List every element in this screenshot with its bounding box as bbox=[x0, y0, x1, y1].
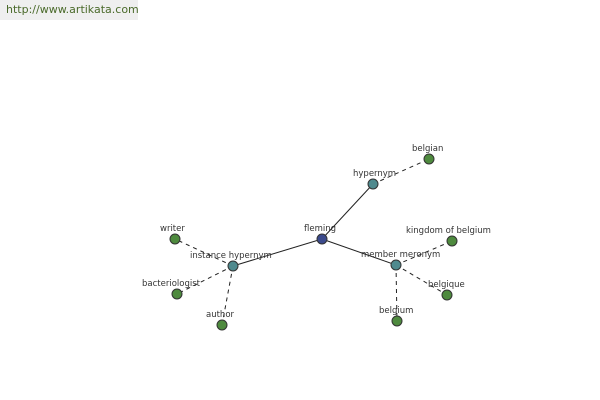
labels-layer: fleming hypernym belgian instance hypernym w… bbox=[142, 144, 491, 320]
node-member-meronym[interactable] bbox=[390, 259, 402, 271]
edge-fleming-to-instance-hypernym bbox=[232, 238, 323, 267]
node-belgique[interactable] bbox=[441, 289, 453, 301]
label-kingdom-of-belgium: kingdom of belgium bbox=[406, 226, 491, 236]
label-belgium: belgium bbox=[379, 306, 413, 316]
node-author[interactable] bbox=[216, 319, 228, 331]
label-hypernym: hypernym bbox=[353, 169, 396, 179]
edge-member-meronym-to-belgique bbox=[395, 264, 448, 296]
edge-instance-hypernym-to-writer bbox=[174, 238, 234, 267]
site-url-link[interactable]: http://www.artikata.com bbox=[0, 0, 139, 20]
nodes-layer bbox=[169, 153, 458, 331]
edge-instance-hypernym-to-author bbox=[221, 265, 234, 326]
edge-member-meronym-to-belgium bbox=[395, 264, 398, 322]
node-bacteriologist[interactable] bbox=[171, 288, 183, 300]
edges-layer bbox=[174, 158, 453, 326]
label-bacteriologist: bacteriologist bbox=[142, 279, 201, 289]
node-hypernym[interactable] bbox=[367, 178, 379, 190]
edge-fleming-to-hypernym bbox=[321, 183, 374, 240]
edge-instance-hypernym-to-bacteriologist bbox=[176, 265, 234, 295]
label-belgian: belgian bbox=[412, 144, 443, 154]
node-writer[interactable] bbox=[169, 233, 181, 245]
label-fleming: fleming bbox=[304, 224, 336, 234]
edge-hypernym-to-belgian bbox=[372, 158, 430, 185]
node-belgium[interactable] bbox=[391, 315, 403, 327]
node-belgian[interactable] bbox=[423, 153, 435, 165]
edge-fleming-to-member-meronym bbox=[321, 238, 397, 266]
label-member-meronym: member meronym bbox=[361, 250, 440, 260]
label-writer: writer bbox=[160, 224, 185, 234]
node-instance-hypernym[interactable] bbox=[227, 260, 239, 272]
label-author: author bbox=[206, 310, 235, 320]
node-fleming[interactable] bbox=[316, 233, 328, 245]
node-kingdom-of-belgium[interactable] bbox=[446, 235, 458, 247]
edge-member-meronym-to-kingdom-of-belgium bbox=[395, 240, 453, 266]
label-instance-hypernym: instance hypernym bbox=[190, 251, 272, 261]
label-belgique: belgique bbox=[428, 280, 465, 290]
